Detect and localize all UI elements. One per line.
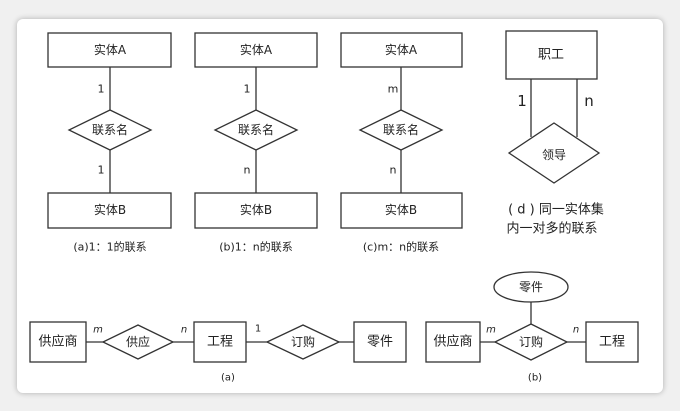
relationship-supply [101, 324, 175, 360]
entity-part-a [353, 321, 407, 363]
entity-b-c-label: 实体B [385, 202, 417, 217]
caption-b: (b)1：n的联系 [219, 240, 293, 254]
project-b-label: 工程 [599, 335, 625, 350]
entity-b-b [194, 192, 318, 229]
supplier-b-label: 供应商 [433, 334, 472, 350]
bottom-a-card-n: n [181, 325, 187, 336]
project-a-label: 工程 [207, 335, 233, 350]
bottom-b-card-m: m [486, 325, 496, 336]
entity-project-a [193, 321, 247, 363]
entity-b-a [47, 192, 172, 229]
entity-part-b [493, 271, 569, 303]
bottom-a-card-m: m [93, 325, 103, 336]
entity-supplier-b [425, 321, 481, 363]
supply-label: 供应 [126, 334, 150, 349]
entity-project-b [585, 321, 639, 363]
relationship-d-lead [507, 122, 601, 184]
order-a-label: 订购 [291, 334, 315, 349]
entity-supplier-a [29, 321, 87, 363]
entity-d-label: 职工 [538, 48, 564, 63]
caption-c: (c)m：n的联系 [363, 240, 439, 254]
relationship-a-label: 联系名 [92, 122, 128, 137]
relationship-order-b [493, 323, 569, 361]
caption-d-line1: ( d ) 同一实体集 [508, 202, 604, 218]
cardinality-a-top: 1 [98, 83, 105, 96]
relationship-b [213, 109, 299, 151]
supplier-a-label: 供应商 [38, 334, 77, 350]
caption-a: (a)1：1的联系 [73, 240, 146, 254]
entity-b-c [340, 192, 463, 229]
entity-a-top [47, 32, 172, 68]
relationship-c-label: 联系名 [383, 122, 419, 137]
entity-a-b-label: 实体A [240, 42, 273, 57]
entity-b-a-label: 实体B [94, 202, 126, 217]
cardinality-d-1: 1 [517, 92, 527, 110]
entity-a-b [194, 32, 318, 68]
cardinality-c-top: m [388, 83, 399, 96]
cardinality-c-bottom: n [390, 164, 397, 177]
entity-a-c [340, 32, 463, 68]
entity-b-b-label: 实体B [240, 202, 272, 217]
entity-a-c-label: 实体A [385, 42, 418, 57]
caption-d-line2: 内一对多的联系 [506, 221, 597, 237]
cardinality-a-bottom: 1 [98, 164, 105, 177]
relationship-c [358, 109, 444, 151]
entity-a-top-label: 实体A [94, 42, 127, 57]
relationship-a [67, 109, 153, 151]
bottom-caption-b: (b) [528, 373, 542, 384]
part-a-label: 零件 [367, 335, 393, 350]
bottom-a-card-1: 1 [255, 324, 261, 335]
order-b-label: 订购 [519, 334, 543, 349]
bottom-caption-a: (a) [221, 373, 235, 384]
relationship-d-label: 领导 [542, 148, 566, 162]
part-b-label: 零件 [519, 280, 543, 294]
relationship-b-label: 联系名 [238, 122, 274, 137]
cardinality-b-bottom: n [244, 164, 251, 177]
cardinality-b-top: 1 [244, 83, 251, 96]
cardinality-d-n: n [584, 92, 594, 110]
relationship-order-a [265, 324, 341, 360]
bottom-b-card-n: n [573, 325, 579, 336]
entity-d-employee [505, 30, 598, 80]
